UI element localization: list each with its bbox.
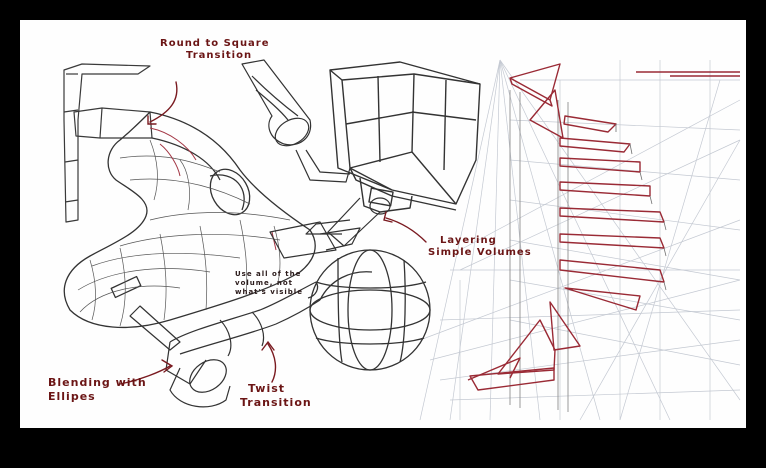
cone-nozzle	[241, 59, 351, 183]
annotation-line: Layering	[440, 235, 497, 246]
annotation-line: volume, not	[235, 279, 294, 287]
annotation-line: Twist	[248, 382, 286, 395]
annotation-line: what's visible	[235, 288, 303, 296]
drawing-canvas: Round to Square Transition Layering Simp…	[20, 20, 746, 428]
annotation-line: Round to Square	[160, 38, 270, 49]
annotation-line: Simple Volumes	[428, 247, 532, 258]
sphere	[307, 249, 431, 371]
perspective-construction-lines	[419, 59, 741, 421]
annotation-line: Use all of the	[235, 270, 302, 278]
annotation-round-to-square: Round to Square Transition	[160, 38, 270, 62]
annotation-line: Transition	[186, 50, 253, 61]
stair-column	[509, 90, 569, 412]
annotation-line: Blending with	[48, 376, 147, 389]
annotation-twist: Twist Transition	[240, 382, 312, 410]
annotation-use-volume: Use all of the volume, not what's visibl…	[235, 270, 303, 297]
annotation-line: Transition	[240, 396, 312, 409]
stair-thickness	[615, 124, 667, 291]
annotation-blending: Blending with Ellipes	[48, 376, 147, 404]
lower-arm	[129, 281, 321, 408]
layered-volumes	[269, 197, 391, 259]
red-transition-lines	[149, 127, 277, 251]
bracket-arm	[63, 63, 153, 223]
annotation-arrows	[119, 81, 427, 385]
sketch-illustration	[63, 59, 741, 421]
spiral-staircase	[467, 63, 740, 391]
body-contour-lines	[77, 139, 291, 327]
rounded-cube	[329, 61, 481, 213]
annotation-line: Ellipes	[48, 390, 96, 403]
annotation-layering: Layering Simple Volumes	[428, 235, 532, 259]
main-body	[63, 111, 316, 328]
